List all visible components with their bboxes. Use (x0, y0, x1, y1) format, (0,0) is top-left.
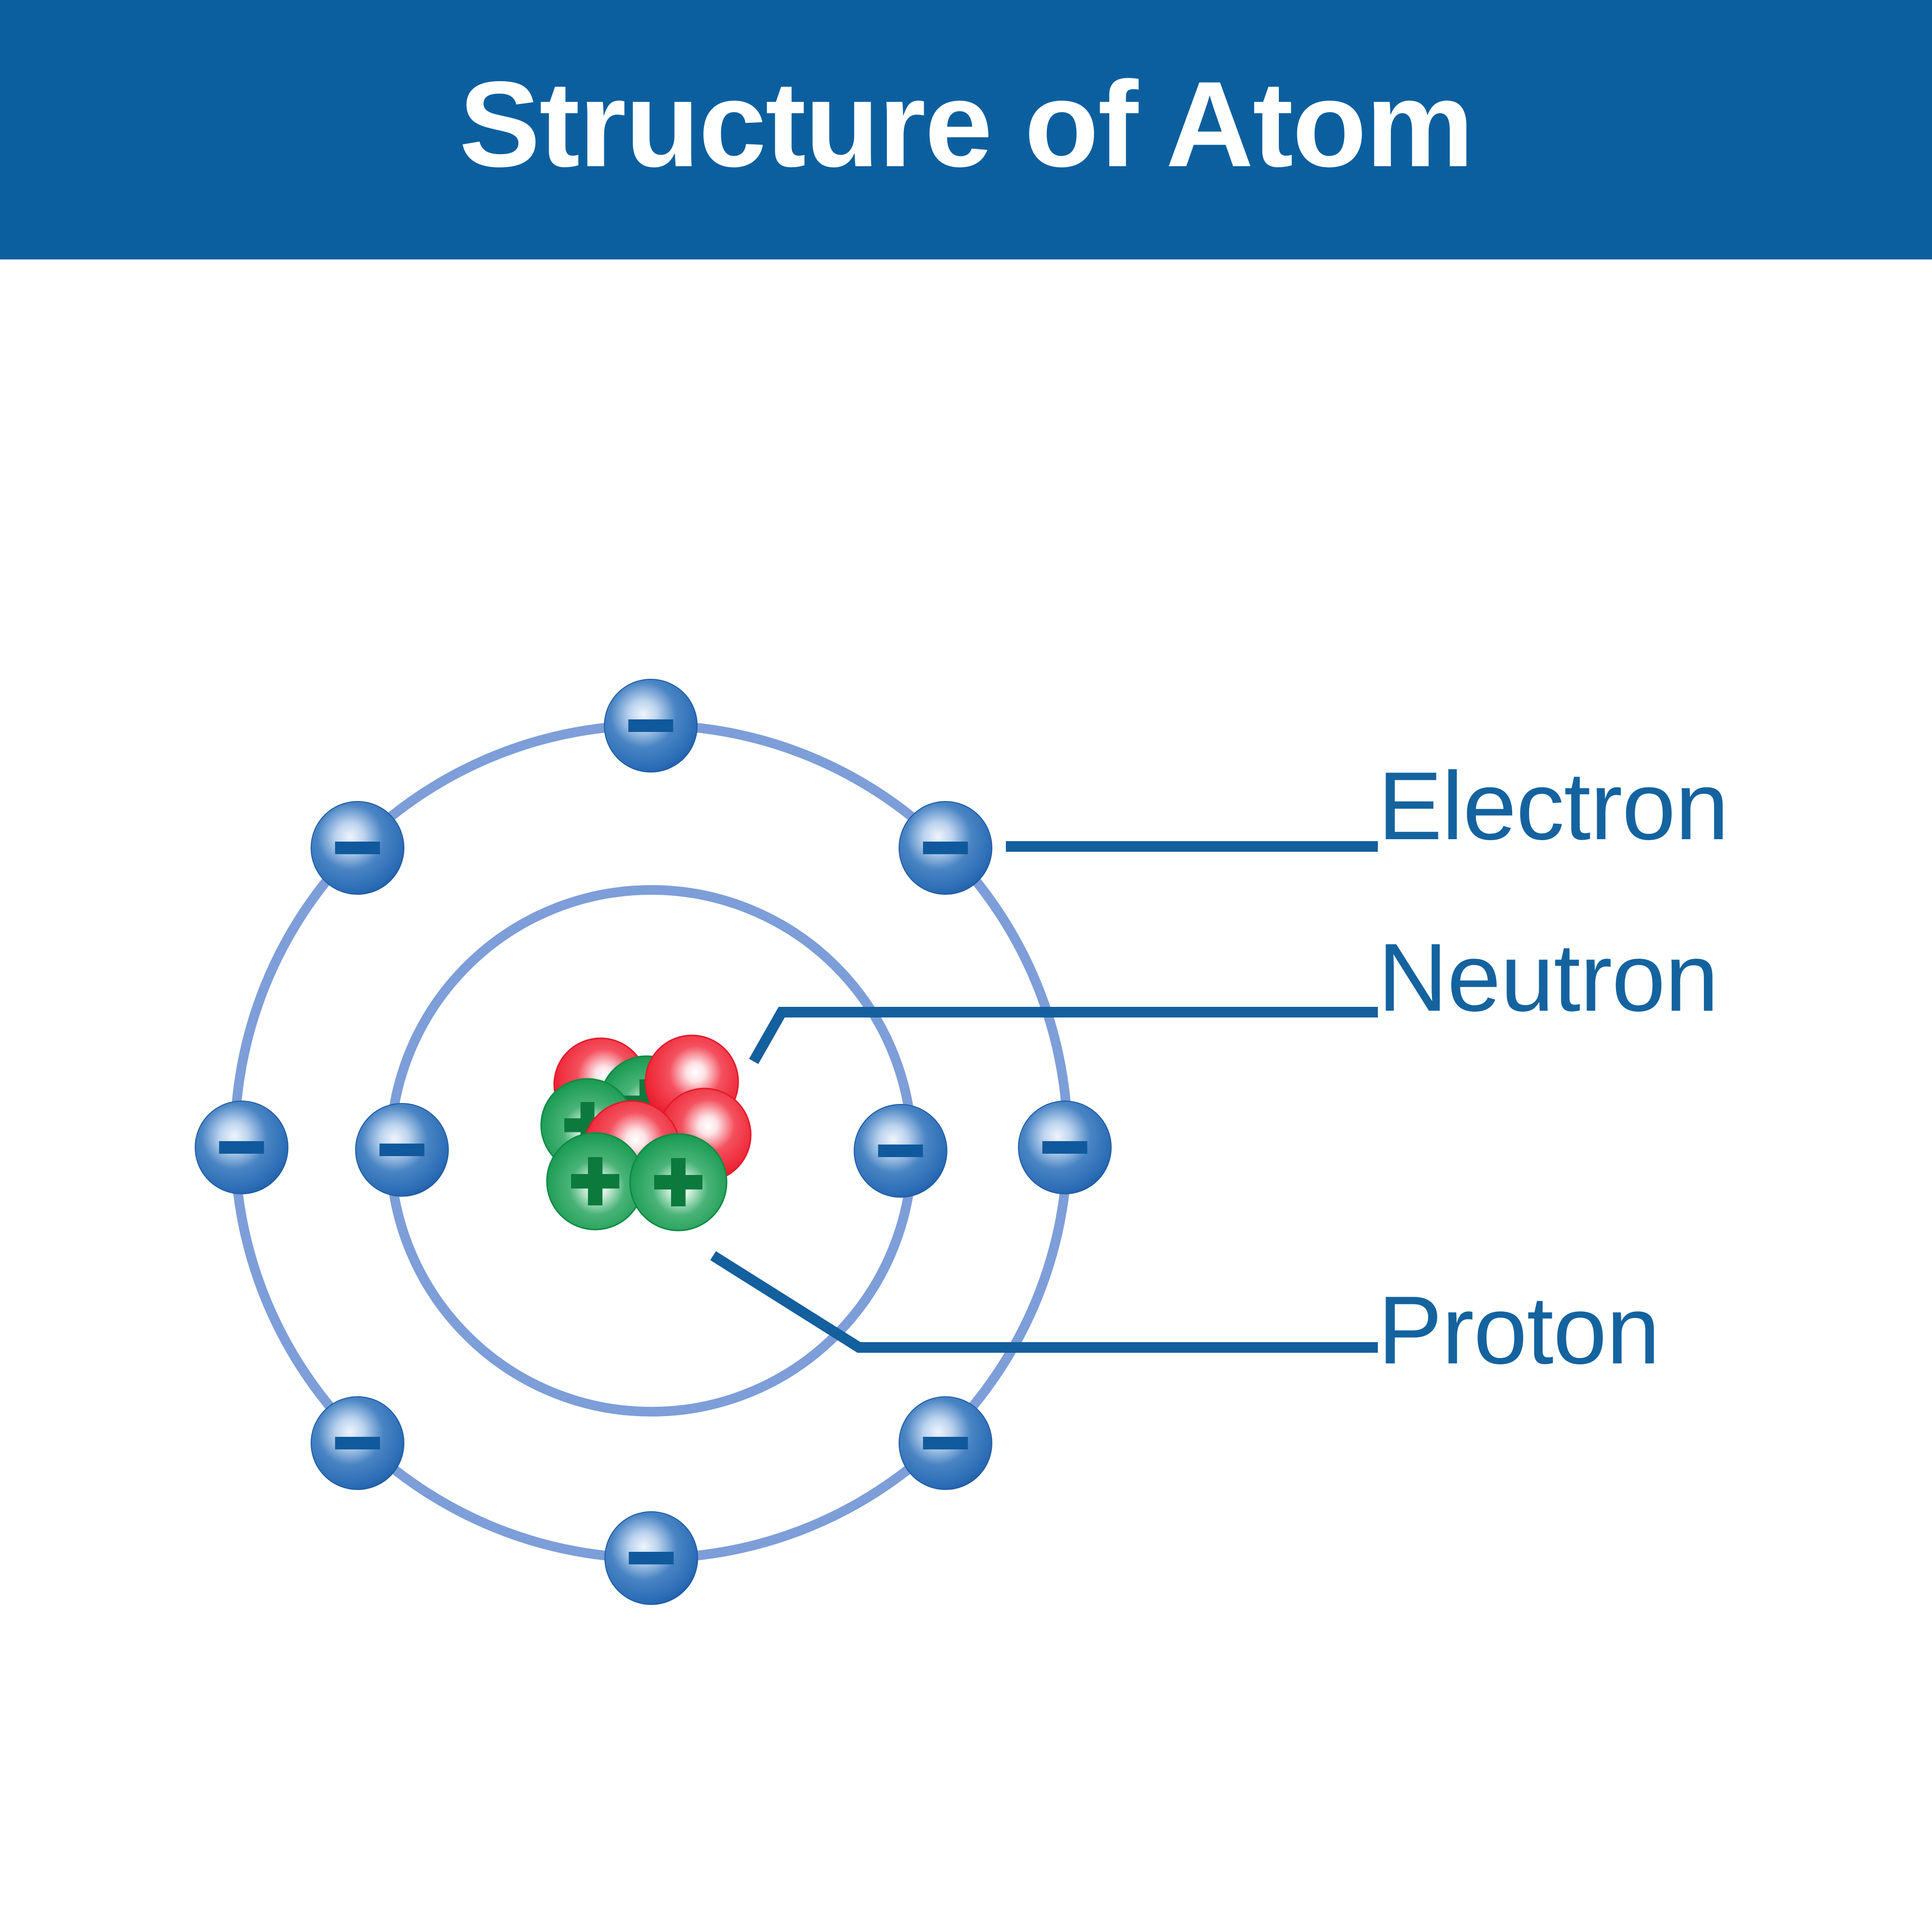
callout-labels: Electron Neutron Proton (1378, 752, 1729, 1384)
electron-particle (604, 1511, 698, 1605)
electron-minus-icon (379, 1144, 425, 1156)
proton-particle (546, 1132, 644, 1231)
electron-particle (899, 801, 992, 895)
label-proton: Proton (1378, 1276, 1660, 1384)
electron-particle (355, 1103, 449, 1197)
page-header-banner: Structure of Atom (0, 0, 1932, 259)
electron-particle (854, 1104, 947, 1198)
electron-particle (1018, 1101, 1112, 1194)
electron-minus-icon (219, 1141, 264, 1154)
electron-minus-icon (628, 719, 673, 732)
proton-plus-icon-vertical (588, 1157, 602, 1205)
electron-particle (311, 801, 404, 895)
electron-shell-particles (195, 679, 1112, 1605)
electron-particle (195, 1101, 288, 1194)
atom-illustration: Electron Neutron Proton (0, 259, 1932, 1919)
electron-particle (899, 1396, 992, 1490)
page-title: Structure of Atom (459, 56, 1474, 192)
label-neutron: Neutron (1378, 924, 1718, 1031)
electron-minus-icon (335, 1437, 380, 1449)
proton-plus-icon-vertical (671, 1158, 686, 1206)
electron-particle (311, 1396, 404, 1490)
electron-minus-icon (1042, 1141, 1088, 1154)
proton-particle (629, 1133, 728, 1232)
nucleus (540, 1034, 752, 1232)
callout-leader-lines (710, 841, 1378, 1353)
label-electron: Electron (1378, 752, 1729, 860)
leader-line-proton (710, 1251, 1378, 1353)
electron-minus-icon (335, 842, 380, 854)
electron-minus-icon (923, 842, 968, 854)
atom-svg-canvas: Electron Neutron Proton (195, 679, 1729, 1605)
electron-particle (604, 679, 698, 773)
electron-minus-icon (629, 1552, 674, 1564)
leader-line-neutron (749, 1007, 1378, 1064)
electron-minus-icon (878, 1145, 923, 1157)
electron-minus-icon (923, 1437, 968, 1449)
